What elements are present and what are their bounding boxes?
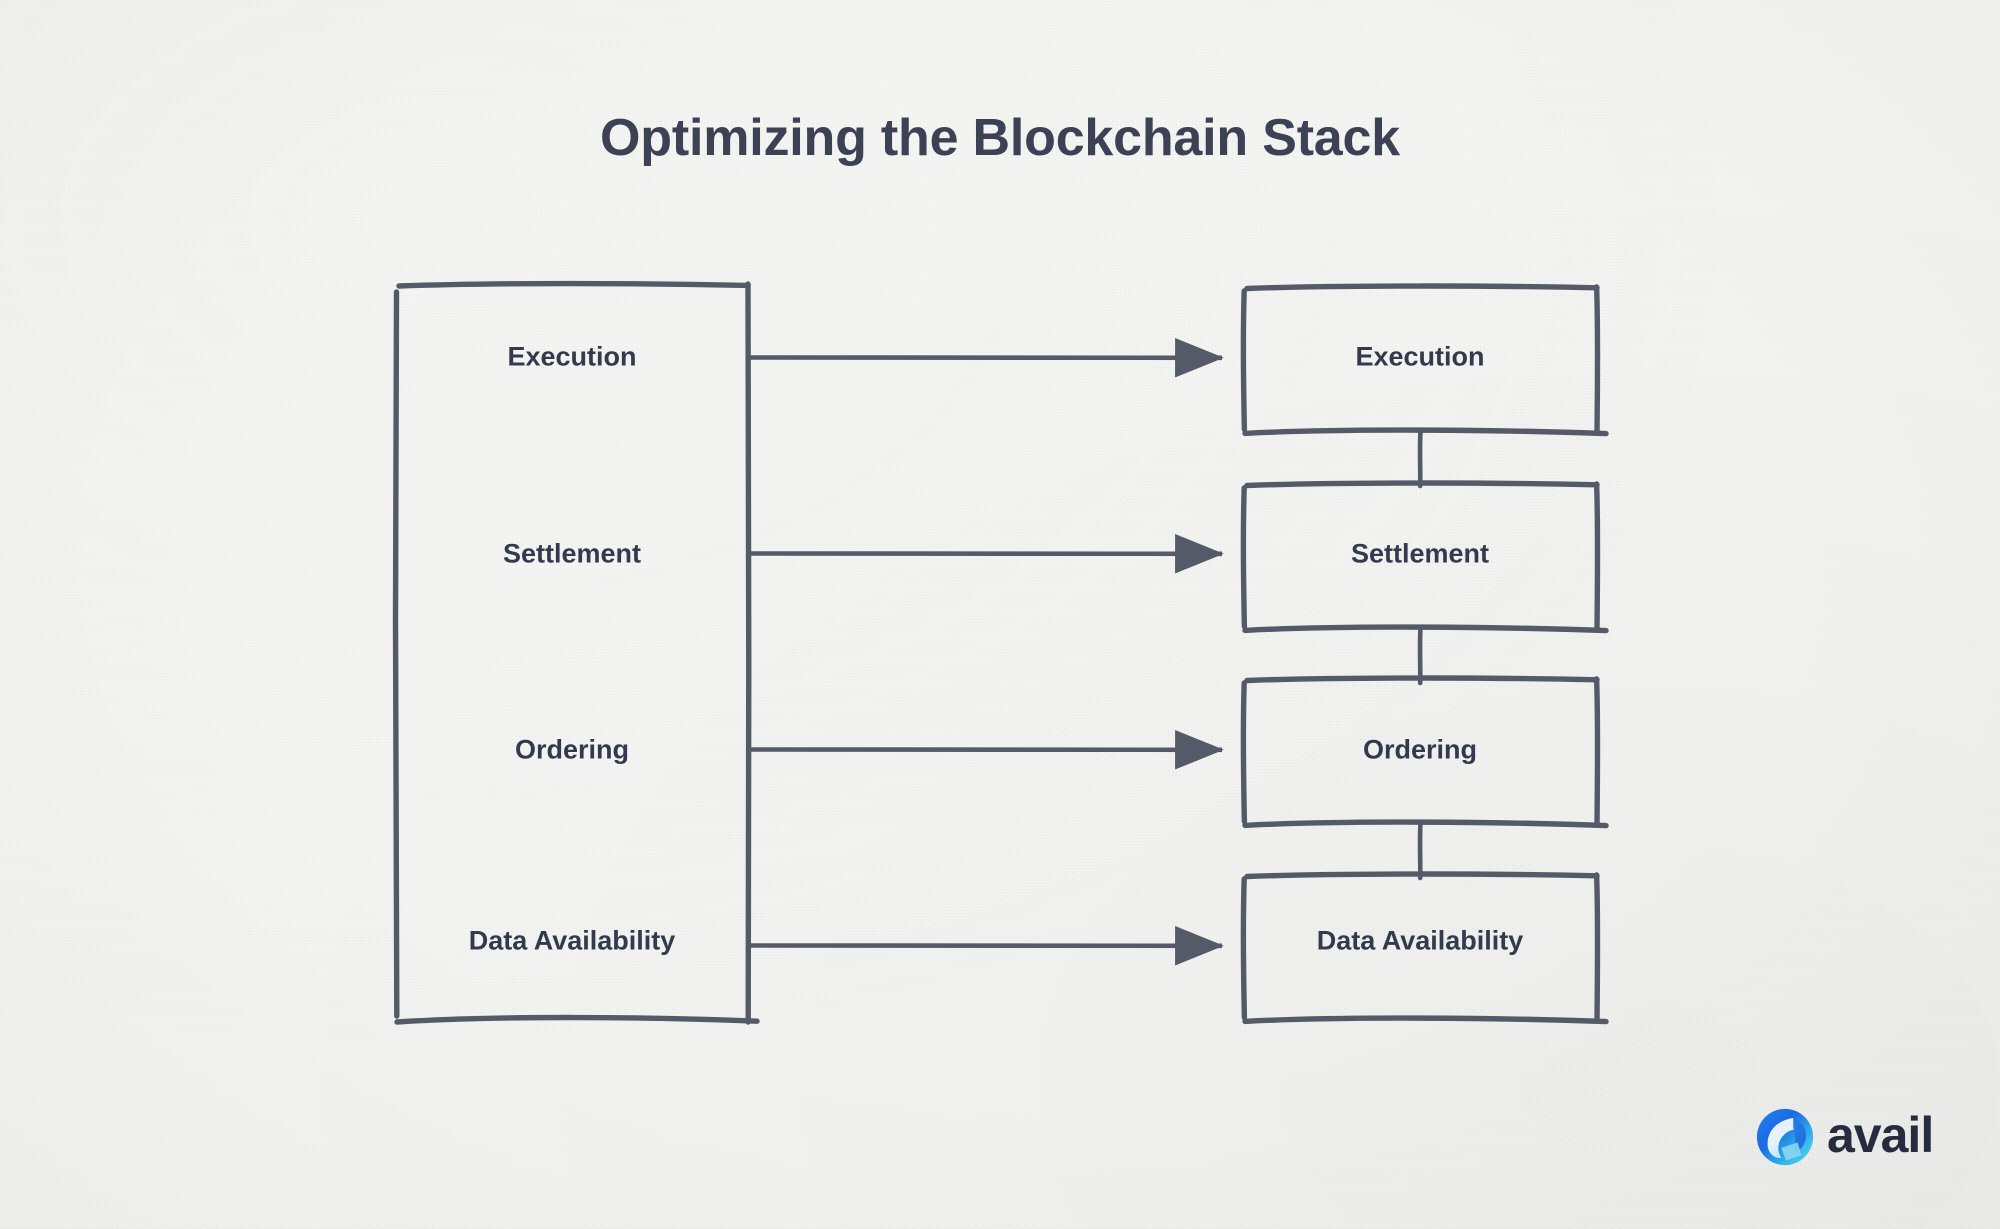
avail-wordmark: avail — [1827, 1107, 1934, 1163]
avail-logo: avail — [1756, 1107, 1934, 1166]
modular-layer-label-settlement: Settlement — [1350, 538, 1490, 569]
modular-layer-label-data-availability: Data Availability — [1316, 925, 1524, 956]
mapping-arrows — [748, 337, 1224, 966]
monolithic-layer-label-data-availability: Data Availability — [468, 925, 676, 956]
modular-layer-box-data-availability — [1240, 871, 1609, 1025]
page-title: Optimizing the Blockchain Stack — [600, 109, 1400, 167]
modular-layer-label-ordering: Ordering — [1362, 734, 1477, 765]
modular-layer-label-execution: Execution — [1355, 341, 1485, 372]
monolithic-layer-label-settlement: Settlement — [502, 538, 642, 569]
monolithic-layer-label-execution: Execution — [507, 341, 637, 372]
monolithic-stack-box — [392, 280, 760, 1025]
avail-logo-icon — [1756, 1108, 1814, 1166]
monolithic-layer-label-ordering: Ordering — [514, 734, 629, 765]
